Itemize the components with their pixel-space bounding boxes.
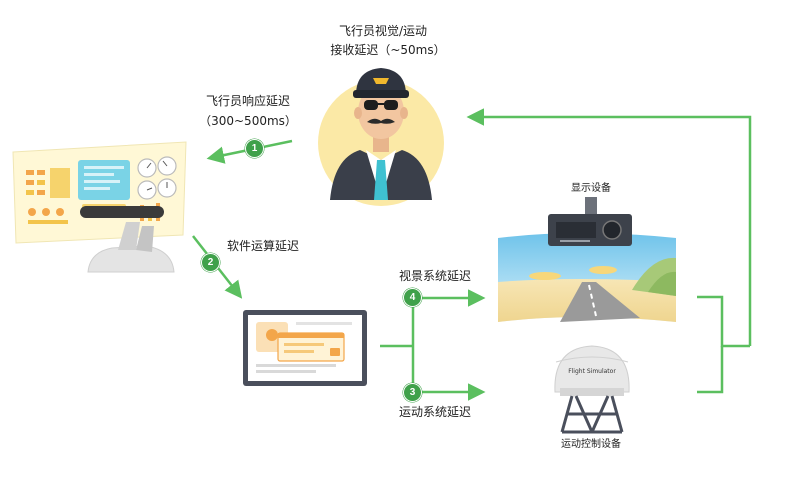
computer-monitor-illustration [243, 310, 367, 386]
arrow-feedback-to-pilot [466, 108, 752, 346]
arrow-motion-feedback [697, 346, 724, 394]
software-delay-label: 软件运算延迟 [227, 239, 300, 253]
pilot-illustration [318, 68, 444, 206]
pilot-visual-delay-line1: 飞行员视觉/运动 [338, 24, 428, 38]
pilot-response-delay-line1: 飞行员响应延迟 [205, 94, 291, 108]
motion-control-device-label: 运动控制设备 [561, 439, 621, 450]
motion-system-delay-label: 运动系统延迟 [399, 405, 472, 419]
simulator-brand-text: Flight Simulator [568, 368, 616, 375]
pilot-visual-delay-line2: 接收延迟（~50ms） [330, 43, 446, 57]
cockpit-panel-illustration [12, 141, 187, 273]
step-badge-1: 1 [245, 139, 264, 158]
visual-system-delay-label: 视景系统延迟 [399, 269, 472, 283]
arrow-display-feedback [697, 295, 750, 348]
step-badge-4: 4 [403, 288, 422, 307]
motion-simulator-illustration [554, 345, 630, 434]
pilot-response-delay-line2: （300~500ms） [199, 114, 297, 128]
step-badge-3: 3 [403, 383, 422, 402]
step-badge-2: 2 [201, 253, 220, 272]
display-device-label: 显示设备 [571, 183, 611, 194]
display-device-illustration [498, 197, 676, 322]
